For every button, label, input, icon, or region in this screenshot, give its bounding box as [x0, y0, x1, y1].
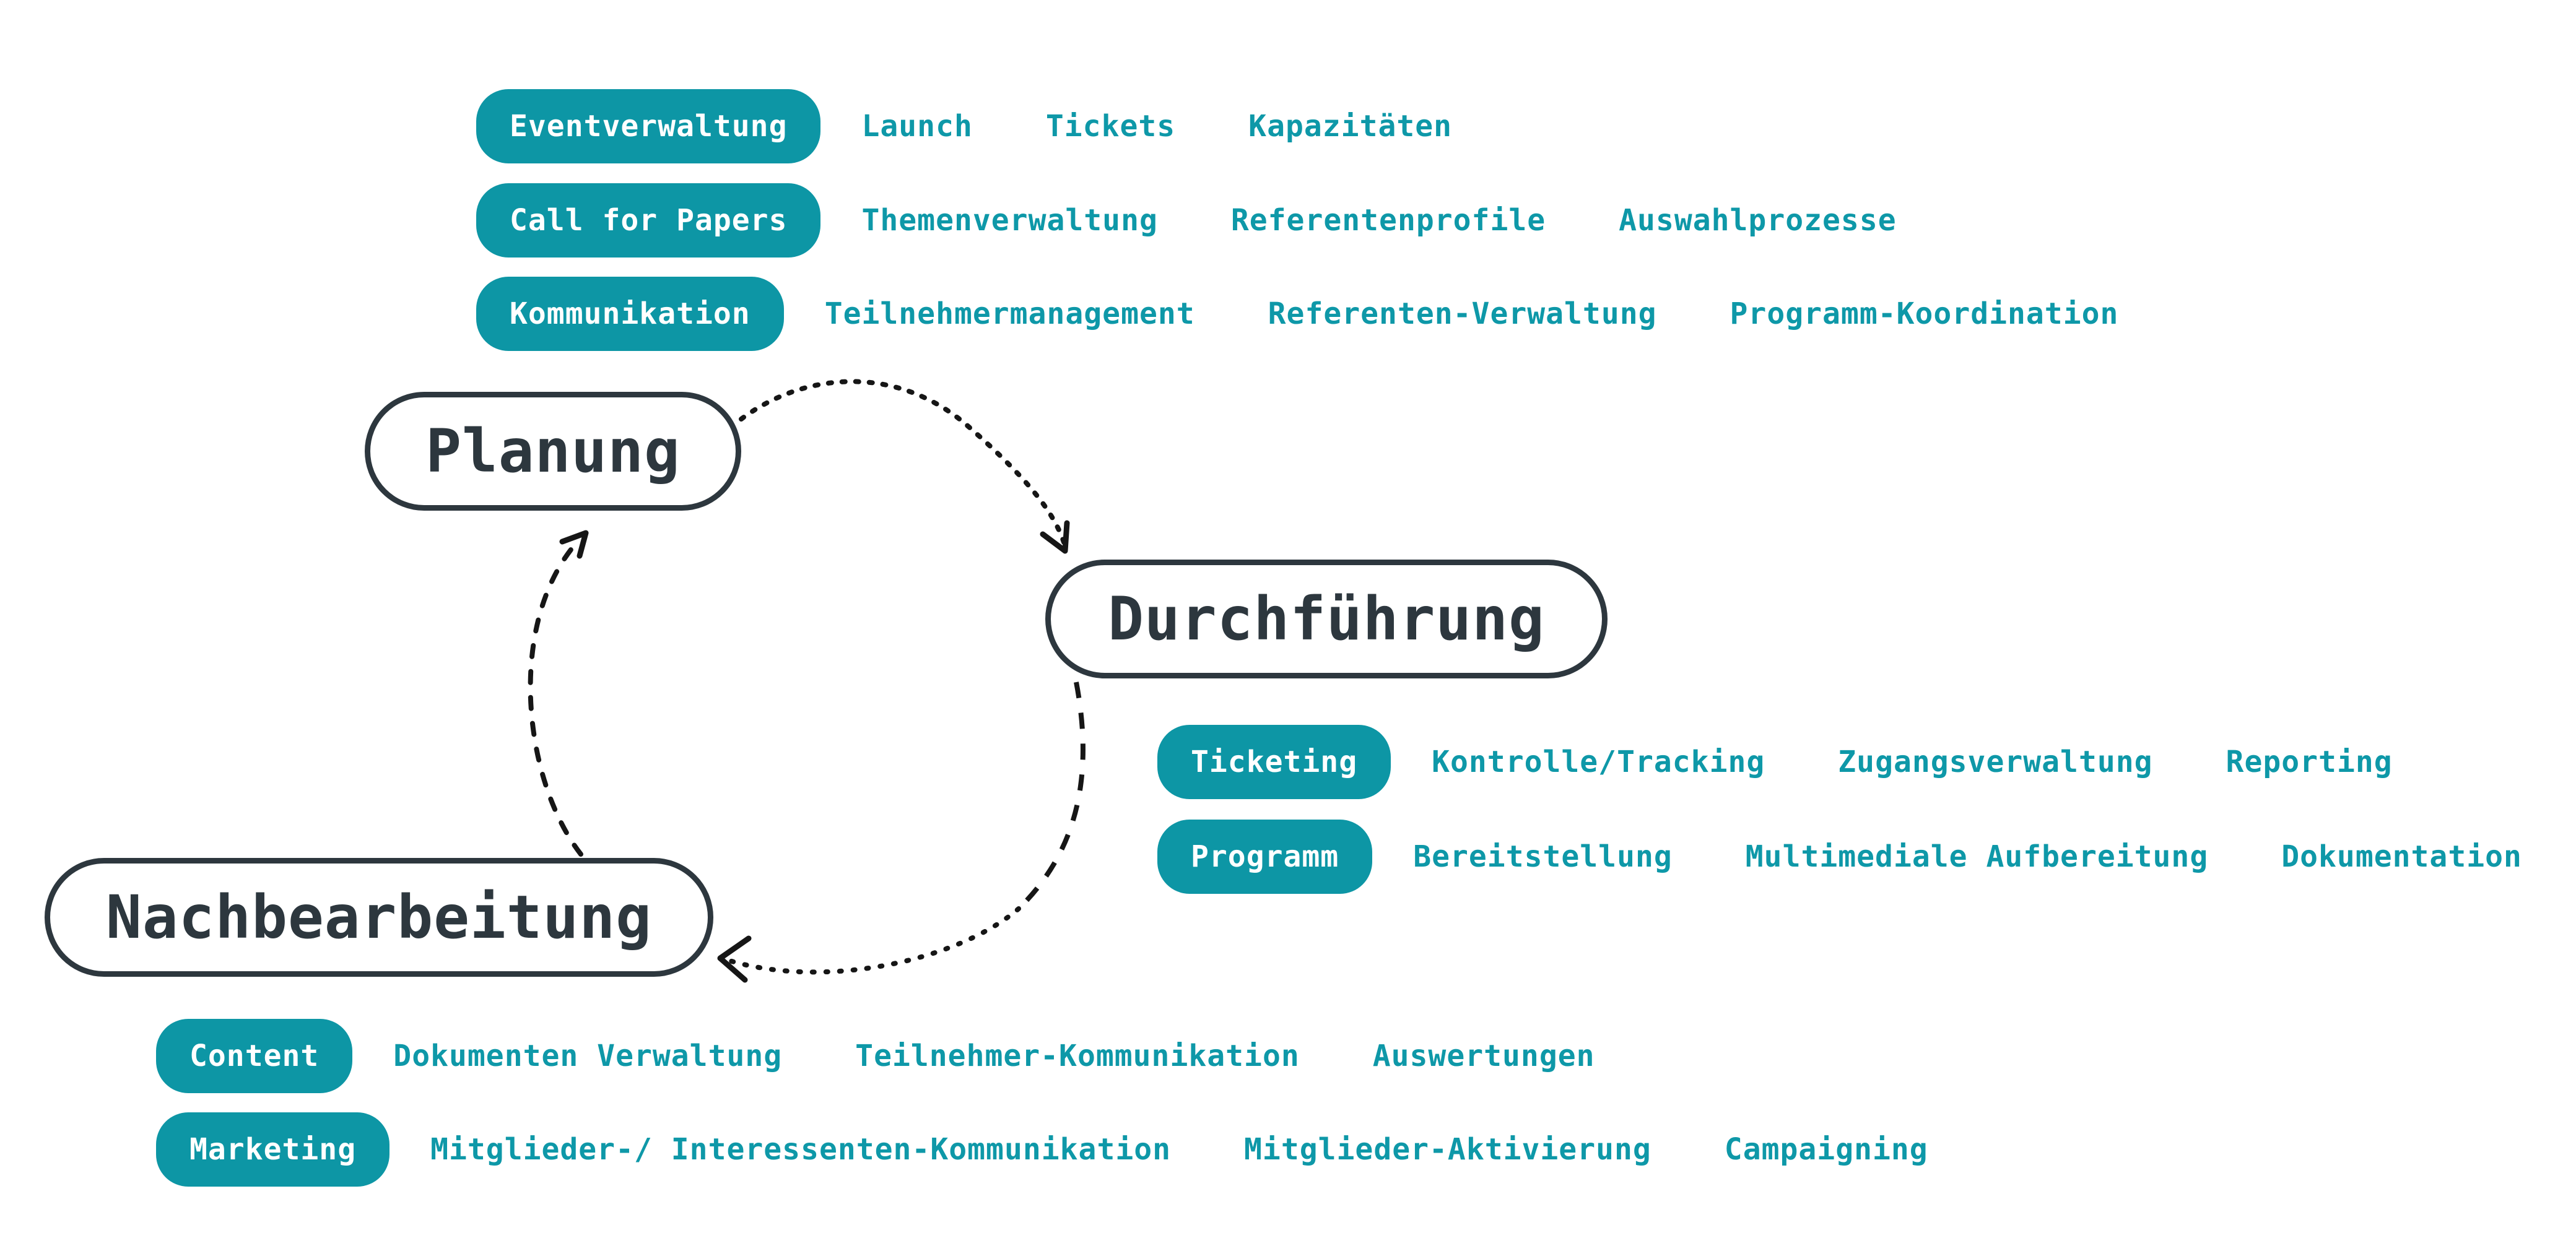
keyword-dokumenten-verwaltung: Dokumenten Verwaltung [393, 1039, 783, 1073]
arrow-durchfuehrung-to-nachbearbeitung [717, 682, 1086, 983]
keyword-auswahlprozesse: Auswahlprozesse [1619, 203, 1897, 238]
keyword-bereitstellung: Bereitstellung [1413, 839, 1673, 874]
arrowhead-to-durchfuehrung [1040, 520, 1070, 554]
keyword-auswertungen: Auswertungen [1372, 1039, 1595, 1073]
node-nachbearbeitung: Nachbearbeitung [45, 858, 713, 977]
pill-ticketing-label: Ticketing [1191, 745, 1358, 779]
pill-call-for-papers: Call for Papers [476, 183, 821, 258]
keyword-kontrolle-tracking: Kontrolle/Tracking [1432, 745, 1765, 779]
keyword-mitglieder-aktivierung: Mitglieder-Aktivierung [1244, 1132, 1651, 1167]
keyword-teilnehmer-kommunikation: Teilnehmer-Kommunikation [855, 1039, 1300, 1073]
group-row-kommunikation: Kommunikation Teilnehmermanagement Refer… [476, 277, 2118, 351]
group-row-content: Content Dokumenten Verwaltung Teilnehmer… [156, 1019, 1595, 1093]
keyword-campaigning: Campaigning [1724, 1132, 1928, 1167]
keyword-programm-koordination: Programm-Koordination [1730, 297, 2119, 331]
group-row-programm: Programm Bereitstellung Multimediale Auf… [1157, 820, 2522, 894]
keyword-teilnehmermanagement: Teilnehmermanagement [824, 297, 1195, 331]
arrow-nachbearbeitung-to-planung [528, 530, 589, 857]
pill-kommunikation-label: Kommunikation [510, 297, 751, 331]
group-row-marketing: Marketing Mitglieder-/ Interessenten-Kom… [156, 1112, 1928, 1187]
group-row-call-for-papers: Call for Papers Themenverwaltung Referen… [476, 183, 1897, 258]
keyword-launch: Launch [861, 109, 973, 144]
keyword-tickets: Tickets [1045, 109, 1176, 144]
keyword-referentenprofile: Referentenprofile [1230, 203, 1546, 238]
pill-call-for-papers-label: Call for Papers [510, 203, 788, 238]
arrowhead-to-planung [559, 530, 589, 559]
keyword-referenten-verwaltung: Referenten-Verwaltung [1268, 297, 1657, 331]
pill-kommunikation: Kommunikation [476, 277, 784, 351]
node-planung: Planung [365, 392, 741, 511]
keyword-dokumentation: Dokumentation [2281, 839, 2522, 874]
keyword-reporting: Reporting [2226, 745, 2393, 779]
pill-eventverwaltung: Eventverwaltung [476, 89, 821, 163]
pill-marketing: Marketing [156, 1112, 390, 1187]
pill-marketing-label: Marketing [189, 1132, 357, 1167]
arrowhead-to-nachbearbeitung [717, 935, 752, 983]
pill-programm-label: Programm [1191, 839, 1339, 874]
arrow-planung-to-durchfuehrung [739, 379, 1070, 554]
pill-content-label: Content [189, 1039, 320, 1073]
pill-eventverwaltung-label: Eventverwaltung [510, 109, 788, 144]
keyword-themenverwaltung: Themenverwaltung [861, 203, 1158, 238]
node-durchfuehrung: Durchführung [1045, 560, 1608, 678]
node-planung-label: Planung [425, 417, 681, 486]
pill-ticketing: Ticketing [1157, 725, 1391, 799]
pill-programm: Programm [1157, 820, 1373, 894]
group-row-eventverwaltung: Eventverwaltung Launch Tickets Kapazität… [476, 89, 1452, 163]
keyword-kapazitaeten: Kapazitäten [1248, 109, 1453, 144]
group-row-ticketing: Ticketing Kontrolle/Tracking Zugangsverw… [1157, 725, 2393, 799]
keyword-multimediale-aufbereitung: Multimediale Aufbereitung [1745, 839, 2209, 874]
keyword-mitglieder-interessenten-kommunikation: Mitglieder-/ Interessenten-Kommunikation [430, 1132, 1172, 1167]
node-durchfuehrung-label: Durchführung [1108, 584, 1545, 654]
keyword-zugangsverwaltung: Zugangsverwaltung [1838, 745, 2153, 779]
pill-content: Content [156, 1019, 353, 1093]
node-nachbearbeitung-label: Nachbearbeitung [106, 883, 652, 952]
